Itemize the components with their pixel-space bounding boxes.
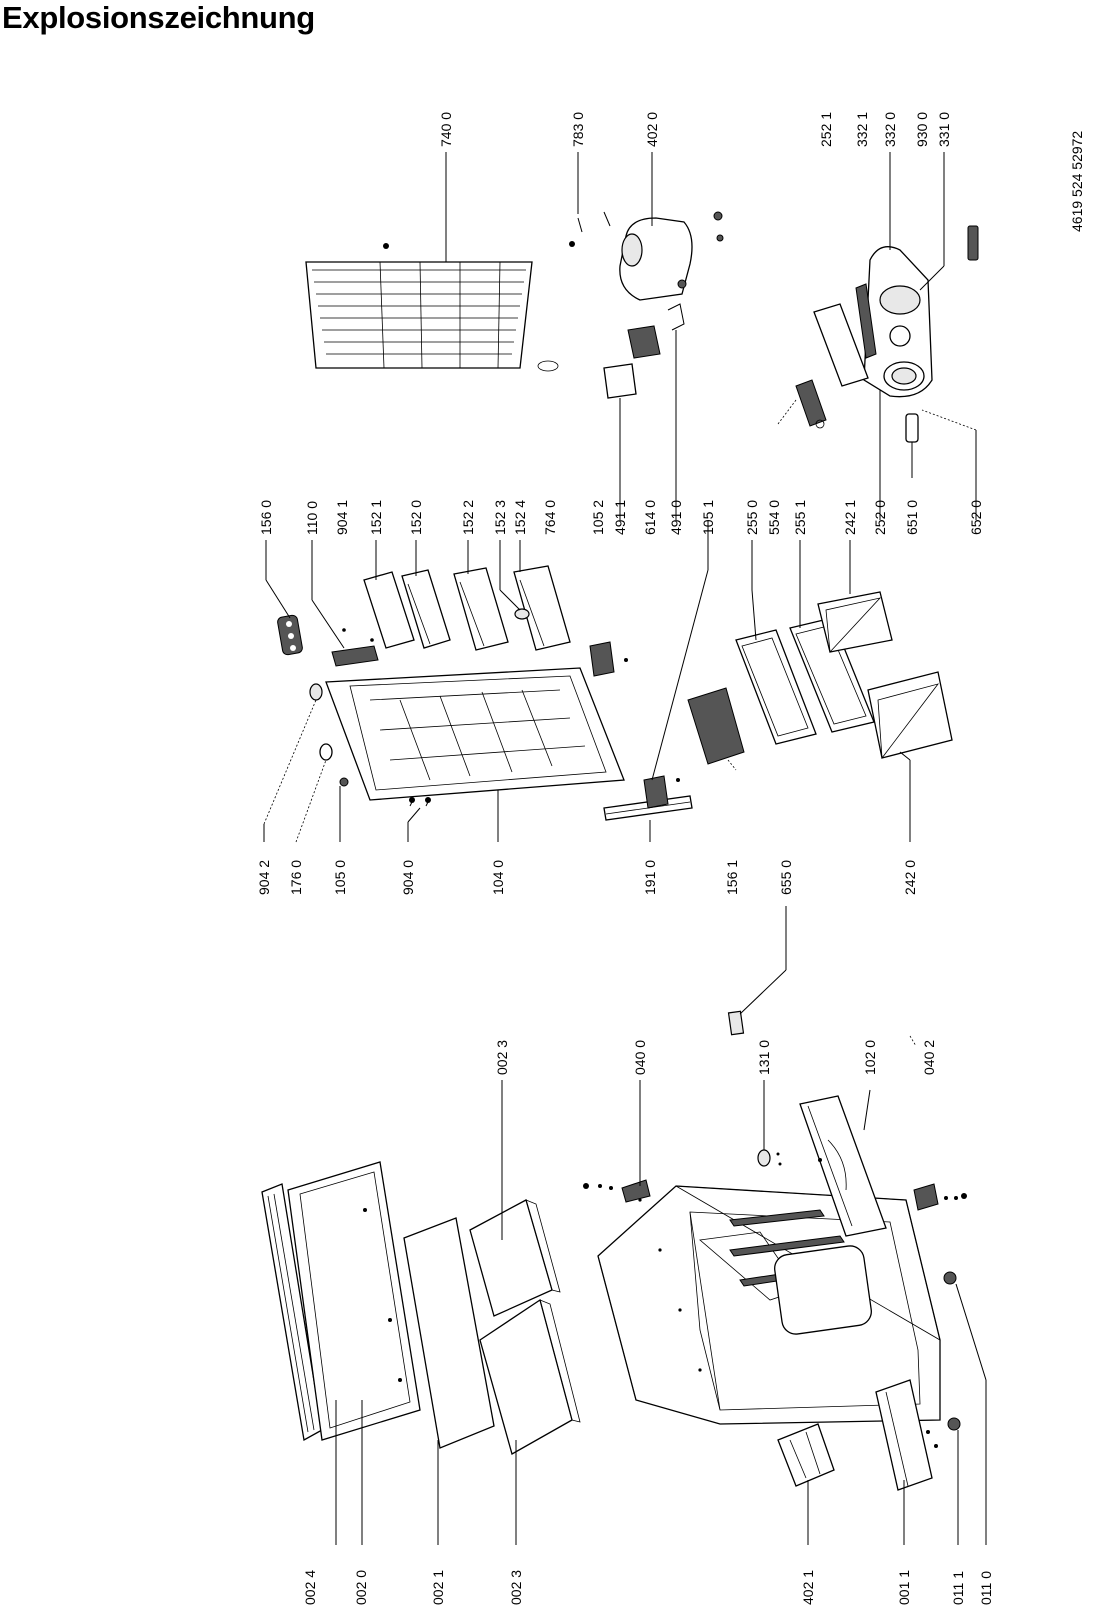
door-liner (325, 667, 625, 801)
label-4911: 491 1 (612, 500, 628, 535)
grid-1561 (687, 687, 745, 765)
freezer-flap (799, 1095, 887, 1237)
screw-1050 (339, 777, 349, 787)
label-6510: 651 0 (904, 500, 920, 535)
door-frame (287, 1161, 421, 1441)
label-1560: 156 0 (258, 500, 274, 535)
page-title: Explosionszeichnung (2, 0, 315, 35)
label-0110: 011 0 (978, 1571, 994, 1605)
lamp-bulb (905, 413, 919, 443)
label-2551: 255 1 (792, 500, 808, 535)
thermostat-housing (863, 246, 933, 398)
clip-4910 (667, 303, 685, 331)
label-3321: 332 1 (854, 112, 870, 147)
knob-9042 (309, 683, 323, 701)
label-1910: 191 0 (642, 860, 658, 895)
label-2421: 242 1 (842, 500, 858, 535)
relay-box (627, 325, 661, 359)
part-131-0 (757, 1149, 782, 1167)
drain-box (777, 1423, 835, 1487)
label-6520: 652 0 (968, 500, 984, 535)
label-2550: 255 0 (744, 500, 760, 535)
label-9042: 904 2 (256, 860, 272, 895)
spring-9300 (967, 225, 979, 261)
drawer-2421 (817, 591, 893, 653)
label-6140: 614 0 (642, 500, 658, 535)
part-labels: 002 4 002 0 002 1 002 3 402 1 001 1 011 … (256, 112, 1085, 1605)
label-1561: 156 1 (724, 860, 740, 895)
label-0111: 011 1 (950, 1571, 966, 1605)
drawer-2420 (867, 671, 953, 760)
label-7830: 783 0 (570, 112, 586, 147)
label-1310: 131 0 (756, 1040, 772, 1075)
label-0023a: 002 3 (494, 1040, 510, 1075)
label-1050: 105 0 (332, 860, 348, 895)
hinge-piece-764 (589, 641, 628, 677)
label-3320: 332 0 (882, 112, 898, 147)
label-0402: 040 2 (921, 1040, 937, 1075)
label-7400: 740 0 (438, 112, 454, 147)
label-0023b: 002 3 (508, 1570, 524, 1605)
label-1052: 105 2 (590, 500, 606, 535)
label-1523: 152 3 (492, 500, 508, 535)
thermostat-bracket (331, 628, 379, 667)
lamp-socket (795, 379, 827, 429)
bracket-1051 (643, 775, 680, 809)
lamp-cover (813, 283, 877, 387)
label-1520: 152 0 (408, 500, 424, 535)
capacitor-bracket (603, 363, 637, 399)
base-rail (875, 1379, 933, 1491)
screws-9040 (409, 797, 431, 807)
label-9040: 904 0 (400, 860, 416, 895)
foot-left (926, 1417, 961, 1448)
label-7640: 764 0 (542, 500, 558, 535)
label-9300: 930 0 (914, 112, 930, 147)
label-2521: 252 1 (818, 112, 834, 147)
label-0024: 002 4 (302, 1570, 318, 1605)
door-insulation-upper (469, 1199, 561, 1317)
label-3310: 331 0 (936, 112, 952, 147)
door-bin-1521 (363, 571, 415, 649)
door-insulation-lower (479, 1298, 581, 1455)
label-2520: 252 0 (872, 500, 888, 535)
door-bin-1520 (401, 569, 451, 649)
hinge-top (583, 1179, 651, 1203)
label-1521: 152 1 (368, 500, 384, 535)
label-1524: 152 4 (512, 500, 528, 535)
label-4021: 402 1 (800, 1570, 816, 1605)
door-bin-1522 (453, 567, 509, 651)
label-5540: 554 0 (766, 500, 782, 535)
label-1020: 102 0 (862, 1040, 878, 1075)
egg-tray (277, 614, 303, 656)
label-4020: 402 0 (644, 112, 660, 147)
part-655-0 (727, 1010, 745, 1036)
label-0400: 040 0 (632, 1040, 648, 1075)
label-1051: 105 1 (700, 500, 716, 535)
foot-right (943, 1271, 957, 1285)
cabinet-body (597, 1185, 941, 1425)
label-1522: 152 2 (460, 500, 476, 535)
label-1760: 176 0 (288, 860, 304, 895)
label-6550: 655 0 (778, 860, 794, 895)
label-0020: 002 0 (353, 1570, 369, 1605)
label-4910: 491 0 (668, 500, 684, 535)
leader-lines (263, 152, 987, 1545)
label-9041: 904 1 (334, 500, 350, 535)
label-0011: 001 1 (896, 1570, 912, 1605)
label-2420: 242 0 (902, 860, 918, 895)
document-number: 4619 524 52972 (1069, 131, 1085, 232)
compressor (577, 211, 724, 301)
label-0021: 002 1 (430, 1570, 446, 1605)
door-panel (403, 1217, 495, 1449)
label-1040: 104 0 (490, 860, 506, 895)
condenser-coil (305, 241, 575, 372)
hinge-bottom (913, 1183, 967, 1211)
door-bin-1524 (513, 565, 571, 651)
knob-1760 (319, 743, 333, 761)
glass-shelf-2550 (735, 629, 817, 745)
label-1100: 110 0 (304, 501, 320, 535)
